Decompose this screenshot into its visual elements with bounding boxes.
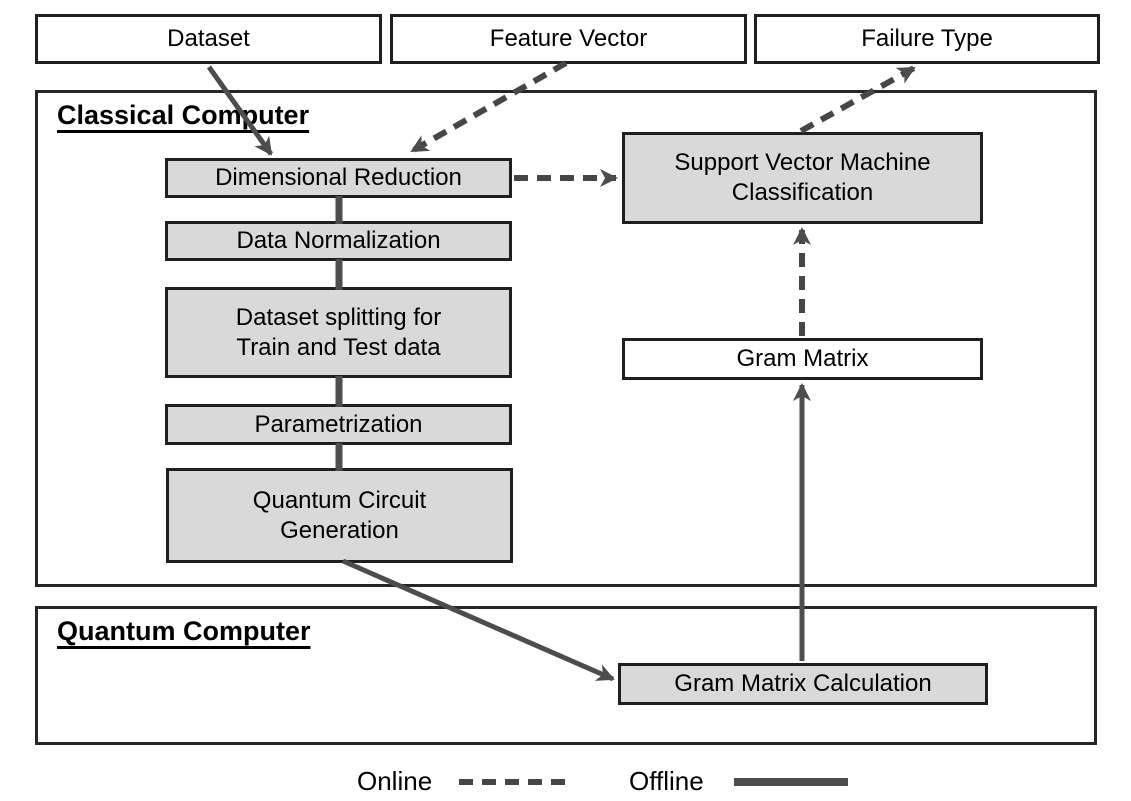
node-parametrization: Parametrization xyxy=(165,404,512,445)
classical-computer-title: Classical Computer xyxy=(57,100,310,130)
node-gram-matrix-label: Gram Matrix xyxy=(736,345,869,372)
node-failure-type-label: Failure Type xyxy=(861,25,993,52)
node-parametrization-label: Parametrization xyxy=(254,410,423,438)
node-feature-vector: Feature Vector xyxy=(390,14,747,64)
node-data-normalization-label: Data Normalization xyxy=(236,227,441,254)
node-quantum-circuit-generation-label: Quantum Circuit Generation xyxy=(252,486,427,544)
node-dataset-label: Dataset xyxy=(167,25,250,52)
node-gram-matrix: Gram Matrix xyxy=(622,338,983,380)
node-dataset-splitting: Dataset splitting for Train and Test dat… xyxy=(165,287,512,378)
legend-offline-label: Offline xyxy=(629,766,704,796)
node-quantum-circuit-generation: Quantum Circuit Generation xyxy=(166,468,513,563)
legend-online-label: Online xyxy=(357,766,433,796)
node-gram-matrix-calculation-label: Gram Matrix Calculation xyxy=(674,670,932,697)
node-dimensional-reduction: Dimensional Reduction xyxy=(165,158,512,198)
node-dimensional-reduction-label: Dimensional Reduction xyxy=(215,164,462,191)
node-svm-classification: Support Vector Machine Classification xyxy=(622,132,983,224)
quantum-computer-title: Quantum Computer xyxy=(57,616,311,646)
node-dataset-splitting-label: Dataset splitting for Train and Test dat… xyxy=(235,303,442,361)
node-failure-type: Failure Type xyxy=(754,14,1100,64)
node-data-normalization: Data Normalization xyxy=(165,221,512,261)
node-dataset: Dataset xyxy=(35,14,382,64)
node-svm-classification-label: Support Vector Machine Classification xyxy=(674,149,931,206)
node-feature-vector-label: Feature Vector xyxy=(489,25,648,52)
node-gram-matrix-calculation: Gram Matrix Calculation xyxy=(618,663,988,705)
